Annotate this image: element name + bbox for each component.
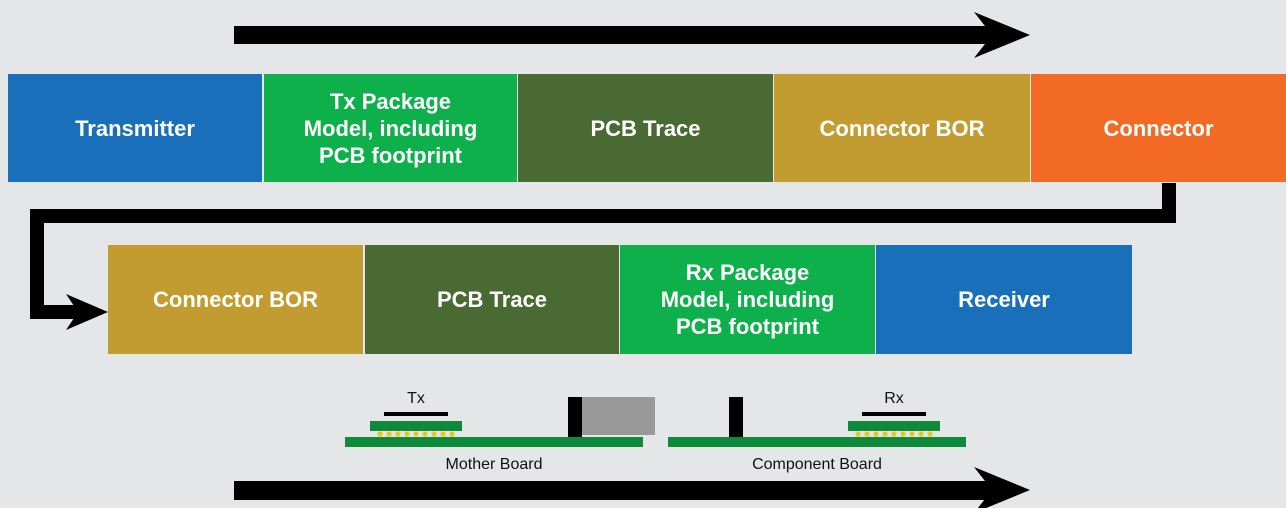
block-pcb-trace-rx: PCB Trace	[365, 245, 619, 354]
bottom-flow-arrow	[234, 467, 1030, 508]
rx-die	[862, 412, 926, 416]
elbow-flow-arrow	[30, 183, 1176, 330]
block-connector: Connector	[1031, 74, 1286, 182]
block-label: Receiver	[958, 287, 1050, 312]
block-label: Connector BOR	[153, 287, 318, 312]
block-pcb-trace-tx: PCB Trace	[518, 74, 773, 182]
tx-die	[384, 412, 448, 416]
block-label: Connector BOR	[819, 115, 985, 141]
block-transmitter: Transmitter	[8, 74, 262, 182]
tx-solder-balls	[377, 431, 455, 437]
block-label: Tx Package Model, including PCB footprin…	[303, 88, 478, 168]
board-illustration	[345, 397, 966, 447]
block-rx-package-model: Rx Package Model, including PCB footprin…	[620, 245, 875, 354]
component-board	[668, 437, 966, 447]
block-label: PCB Trace	[590, 115, 701, 141]
block-connector-bor-rx: Connector BOR	[108, 245, 363, 354]
top-flow-arrow	[234, 12, 1030, 58]
rx-package-substrate	[848, 421, 940, 431]
tx-label: Tx	[407, 390, 425, 407]
rx-label: Rx	[884, 390, 904, 407]
block-label: PCB Trace	[436, 287, 548, 312]
block-label: Transmitter	[75, 115, 195, 141]
component-board-label: Component Board	[752, 456, 882, 473]
connector-left-pin	[568, 397, 582, 437]
block-label: Connector	[1103, 115, 1214, 141]
block-tx-package-model: Tx Package Model, including PCB footprin…	[264, 74, 517, 182]
mother-board	[345, 437, 643, 447]
connector-body	[582, 397, 655, 435]
tx-package-substrate	[370, 421, 462, 431]
block-label: Rx Package Model, including PCB footprin…	[660, 260, 835, 339]
block-connector-bor-tx: Connector BOR	[774, 74, 1030, 182]
mother-board-label: Mother Board	[445, 456, 543, 473]
block-receiver: Receiver	[876, 245, 1132, 354]
rx-solder-balls	[855, 431, 933, 437]
connector-right-pin	[729, 397, 743, 437]
